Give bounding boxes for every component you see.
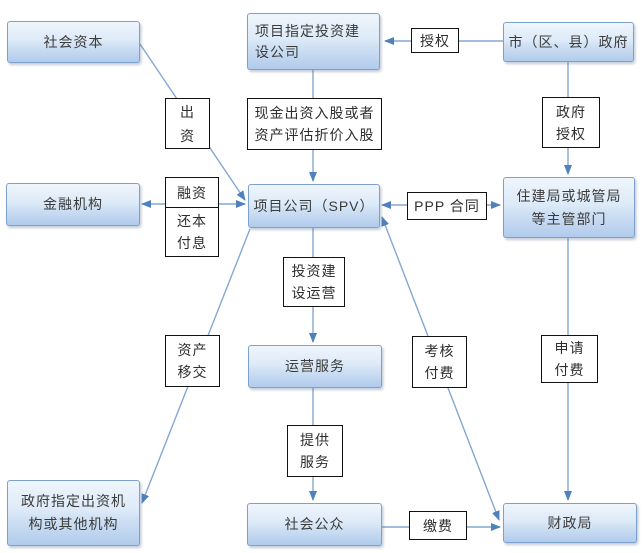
edge-label-text: 资 [180,127,195,144]
node-public: 社会公众 [247,503,382,546]
node-label: 等主管部门 [531,210,607,227]
edge-label-financing: 融资 [165,177,219,208]
edge-label-gov-authorize: 政府 授权 [542,97,600,148]
edge-label-text: 融资 [177,184,207,201]
node-city-government: 市（区、县）政府 [503,22,634,62]
edge-label-text: 缴费 [423,517,453,534]
edge-label-text: 授权 [556,125,586,142]
edge-label-text: 服务 [300,454,330,470]
node-label: 社会公众 [284,516,345,532]
edge-label-provide-service: 提供 服务 [287,425,343,477]
edge-label-text: 投资建 [291,263,337,279]
edge-label-text: 还本 [177,213,207,229]
edge-label-cash-equity: 现金出资入股或者 资产评估折价入股 [247,98,382,150]
edge-label-text: 移交 [177,364,208,380]
edge-label-text: 出 [180,103,195,120]
edge-label-ppp-contract: PPP 合同 [407,192,487,220]
edge-label-repay: 还本 付息 [165,207,219,257]
node-gov-designated-org: 政府指定出资机 构或其他机构 [7,480,140,546]
node-label: 住建局或城管局 [516,187,622,204]
node-label: 构或其他机构 [28,516,119,532]
edge-label-text: 付费 [424,365,455,381]
edge-label-text: 资产 [177,342,208,358]
node-financial-institution: 金融机构 [6,183,140,226]
node-label: 财政局 [547,514,593,531]
edge-label-invest-build-operate: 投资建 设运营 [283,257,345,307]
edge-label-asset-transfer: 资产 移交 [165,335,220,387]
node-label: 金融机构 [43,196,103,212]
node-designated-investment-company: 项目指定投资建 设公司 [247,13,380,70]
node-label: 社会资本 [43,33,104,50]
edge-label-text: 资产评估折价入股 [254,127,375,143]
edge-label-authorize: 授权 [411,28,459,53]
node-label: 运营服务 [285,358,345,374]
edge-label-text: 付费 [554,362,585,378]
edge-label-pay-fee: 缴费 [409,511,467,540]
edge-label-text: 现金出资入股或者 [254,105,375,121]
node-label: 政府指定出资机 [21,493,126,509]
edge-label-text: 政府 [556,103,586,120]
edge-label-text: 设运营 [291,285,337,301]
edge-label-text: 提供 [300,432,330,448]
node-label: 设公司 [255,43,300,60]
node-label: 市（区、县）政府 [508,33,629,50]
node-label: 项目公司（SPV） [253,197,375,214]
edge-label-text: 考核 [424,343,455,359]
edge-label-text: 申请 [554,340,585,356]
edge-label-apply-payment: 申请 付费 [541,335,598,383]
node-operation-service: 运营服务 [248,345,382,388]
edge-label-text: PPP 合同 [414,198,480,214]
edge-label-text: 授权 [420,32,450,49]
node-social-capital: 社会资本 [7,21,140,63]
edge-label-assessment-payment: 考核 付费 [412,336,467,388]
node-finance-bureau: 财政局 [503,503,637,543]
node-project-company-spv: 项目公司（SPV） [248,184,380,228]
node-label: 项目指定投资建 [255,22,360,39]
edge-label-text: 付息 [177,235,207,251]
node-housing-bureau: 住建局或城管局 等主管部门 [503,177,635,238]
edge-label-contribution: 出 资 [165,98,210,149]
